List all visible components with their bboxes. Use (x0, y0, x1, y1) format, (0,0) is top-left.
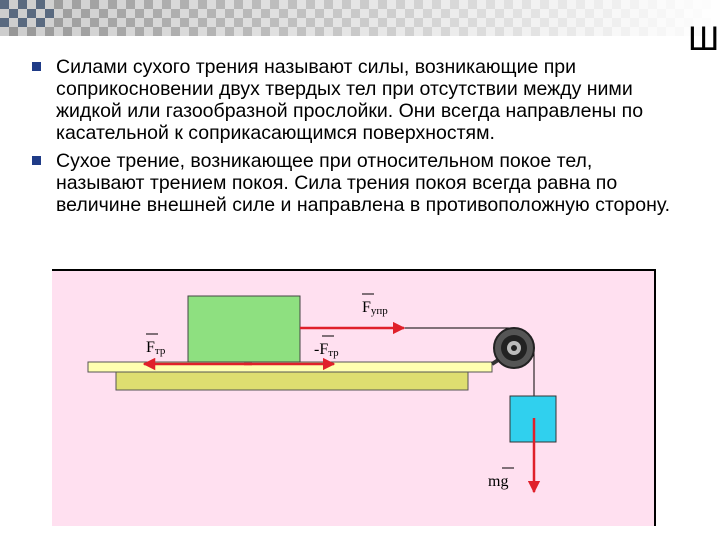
sliding-block (187, 295, 301, 363)
corner-glyph: Ш (688, 20, 720, 58)
bullet-marker-icon (32, 156, 41, 165)
f-upr-label: Fупр (362, 299, 388, 317)
neg-f-tr-label: -Fтр (314, 341, 339, 359)
bullet-item-2: Сухое трение, возникающее при относитель… (32, 150, 682, 216)
diagram-background (52, 270, 654, 526)
bullet-text-2: Сухое трение, возникающее при относитель… (56, 150, 671, 216)
bullet-marker-icon (32, 62, 41, 71)
friction-diagram: Fтр -Fтр Fупр mg (52, 269, 656, 526)
f-tr-label: Fтр (146, 339, 166, 357)
bullet-item-1: Силами сухого трения называют силы, возн… (32, 56, 682, 144)
header-pattern (0, 0, 720, 36)
mg-label: mg (488, 473, 508, 490)
table-base (115, 371, 469, 391)
bullet-text-1: Силами сухого трения называют силы, возн… (56, 56, 644, 144)
bullet-list: Силами сухого трения называют силы, возн… (32, 56, 682, 222)
pulley-icon (490, 327, 535, 369)
